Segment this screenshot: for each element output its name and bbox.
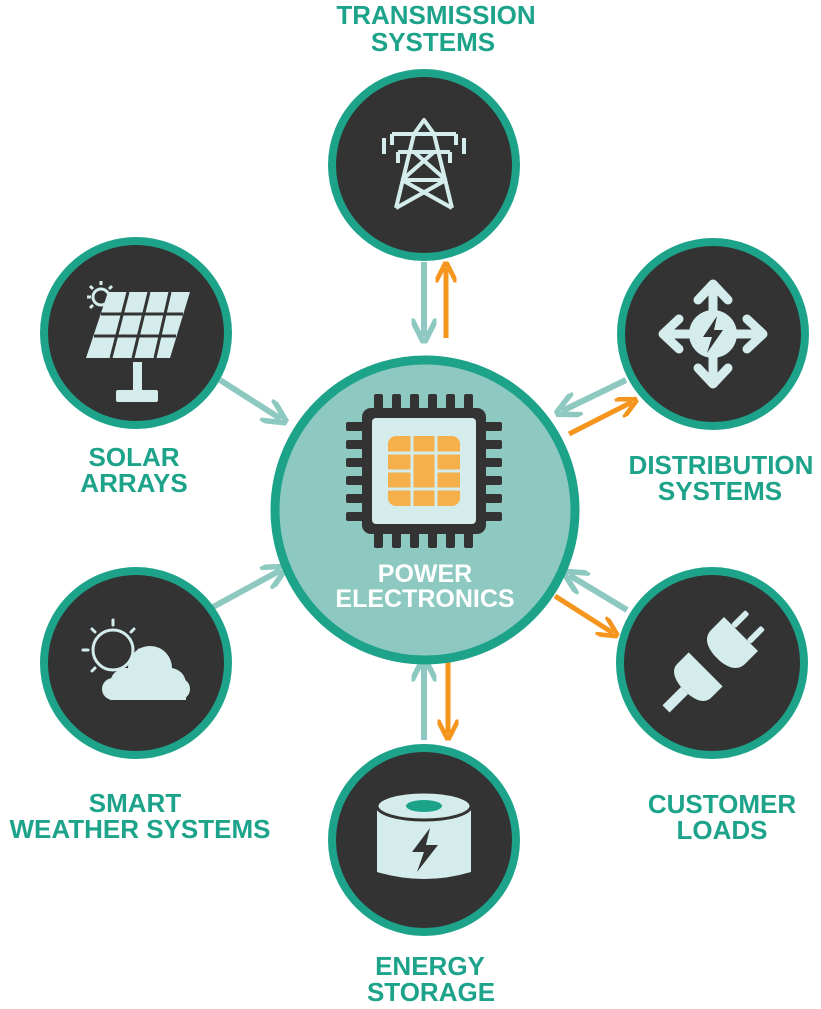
four-way-arrows-bolt-icon: [658, 279, 768, 389]
center-label-line2: ELECTRONICS: [335, 585, 514, 613]
microchip-icon: [346, 394, 502, 548]
center-label-line1: POWER: [378, 560, 472, 588]
weather-label-line1: SMART: [89, 788, 182, 818]
plug-icon: [662, 610, 765, 713]
arrow-center-to-distribution: [567, 402, 632, 437]
node-distribution: DISTRIBUTION SYSTEMS: [617, 238, 814, 506]
transmission-label-line2: SYSTEMS: [371, 27, 495, 57]
sun-cloud-icon: [81, 618, 190, 700]
weather-label-line2: WEATHER SYSTEMS: [10, 814, 271, 844]
arrow-distribution-to-center: [562, 377, 628, 411]
node-solar: SOLAR ARRAYS: [40, 237, 232, 498]
arrow-center-to-customer: [553, 593, 613, 633]
node-storage: ENERGY STORAGE: [328, 744, 520, 1007]
transmission-label-line1: TRANSMISSION: [336, 0, 535, 30]
node-transmission: TRANSMISSION SYSTEMS: [328, 0, 536, 261]
connectors: [211, 262, 632, 740]
storage-label-line2: STORAGE: [367, 977, 495, 1007]
solar-panel-icon: [86, 281, 190, 402]
solar-label-line1: SOLAR: [89, 442, 180, 472]
distribution-label-line2: SYSTEMS: [658, 476, 782, 506]
customer-label-line2: LOADS: [677, 815, 768, 845]
customer-label-line1: CUSTOMER: [648, 789, 797, 819]
transmission-tower-icon: [382, 118, 466, 210]
arrow-solar-to-center: [218, 377, 281, 419]
battery-cell-icon: [375, 790, 473, 879]
storage-label-line1: ENERGY: [375, 951, 485, 981]
arrow-customer-to-center: [569, 575, 629, 613]
node-weather: SMART WEATHER SYSTEMS: [10, 567, 271, 844]
solar-label-line2: ARRAYS: [80, 468, 187, 498]
node-customer: CUSTOMER LOADS: [616, 567, 808, 845]
center-node: POWER ELECTRONICS: [270, 355, 580, 665]
arrow-weather-to-center: [211, 570, 281, 610]
distribution-label-line1: DISTRIBUTION: [629, 450, 814, 480]
